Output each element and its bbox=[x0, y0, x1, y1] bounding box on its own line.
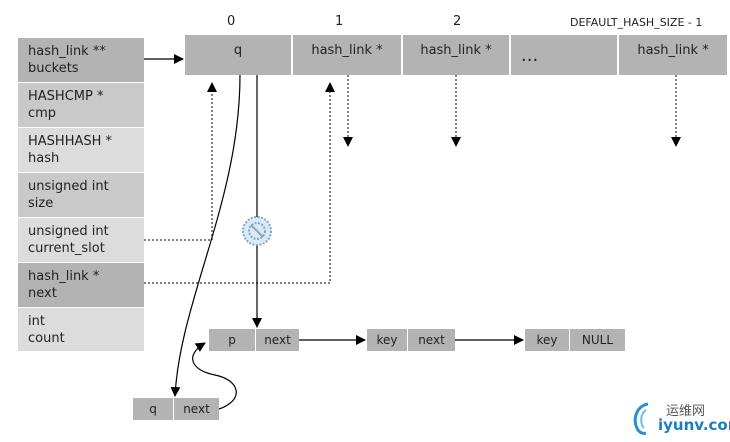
bucket-cell-0: q bbox=[185, 35, 293, 75]
arrow-nodeq-to-node1 bbox=[192, 342, 237, 410]
watermark: 运维网 iyunv.com bbox=[630, 398, 730, 438]
field-current-slot: unsigned int current_slot bbox=[18, 218, 144, 263]
watermark-logo-icon bbox=[633, 402, 649, 435]
field-count: int count bbox=[18, 308, 144, 352]
node1-p: p bbox=[209, 329, 255, 351]
bucket-cell-last: hash_link * bbox=[619, 35, 727, 75]
watermark-en: iyunv.com bbox=[658, 416, 730, 434]
field-hash: HASHHASH * hash bbox=[18, 128, 144, 173]
arrow-current-slot bbox=[144, 82, 217, 241]
no-entry-icon bbox=[242, 216, 272, 246]
bucket-index-last: DEFAULT_HASH_SIZE - 1 bbox=[570, 16, 703, 29]
field-cmp: HASHCMP * cmp bbox=[18, 83, 144, 128]
arrow-next-field bbox=[144, 82, 335, 284]
field-next: hash_link * next bbox=[18, 263, 144, 308]
field-size: unsigned int size bbox=[18, 173, 144, 218]
bucket-index-1: 1 bbox=[335, 14, 344, 29]
node2-next: next bbox=[407, 329, 455, 351]
node1-next: next bbox=[255, 329, 299, 351]
node-q-next: next bbox=[173, 398, 219, 420]
bucket-index-0: 0 bbox=[227, 14, 236, 29]
node-q-q: q bbox=[133, 398, 173, 420]
arrow-bucket0-to-nodeq bbox=[170, 74, 241, 397]
bucket-index-2: 2 bbox=[453, 14, 462, 29]
bucket-cell-ellipsis: ... bbox=[511, 35, 619, 75]
bucket-cell-1: hash_link * bbox=[293, 35, 403, 75]
field-buckets: hash_link ** buckets bbox=[18, 38, 144, 83]
node2-key: key bbox=[367, 329, 407, 351]
node3-null: NULL bbox=[569, 329, 625, 351]
bucket-cell-2: hash_link * bbox=[403, 35, 511, 75]
watermark-cn: 运维网 bbox=[666, 404, 706, 419]
node3-key: key bbox=[525, 329, 569, 351]
